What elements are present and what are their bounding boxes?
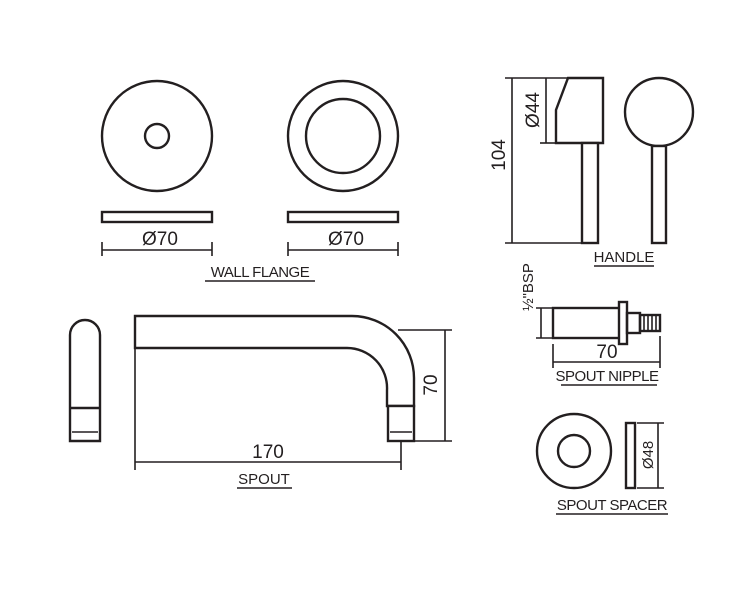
spout-nipple-hex [625, 311, 642, 335]
spout-nipple-thread [638, 313, 662, 333]
wall-flange-dim-left-label: Ø70 [142, 229, 178, 250]
spout-nipple-dim-thread-label: ½"BSP [520, 263, 537, 311]
handle-front-stem [650, 144, 668, 245]
wall-flange-side-left [100, 210, 214, 224]
spout-nipple-caption: SPOUT NIPPLE [556, 368, 659, 385]
spout-spacer-outer [535, 412, 613, 490]
spout-group: 170 70 SPOUT [68, 314, 452, 489]
wall-flange-dim-right-label: Ø70 [328, 229, 364, 250]
spout-nipple-thread-lines [643, 315, 657, 331]
spout-side-outlet [386, 404, 416, 443]
spout-nipple-dim-length-label: 70 [596, 342, 617, 363]
wall-flange-caption: WALL FLANGE [211, 264, 310, 281]
handle-group: 104 Ø44 HANDLE [489, 76, 695, 267]
handle-caption: HANDLE [594, 249, 655, 266]
wall-flange-dim-left [101, 242, 213, 256]
spout-nipple-flange [617, 300, 629, 346]
spout-dim-length-label: 170 [252, 442, 284, 463]
spout-dim-length [134, 348, 402, 470]
wall-flange-front-outer [100, 79, 214, 193]
wall-flange-group: Ø70 Ø70 WALL FLANGE [100, 79, 400, 282]
spout-spacer-caption: SPOUT SPACER [557, 497, 668, 514]
spout-spacer-dim-diameter [637, 422, 664, 489]
handle-dim-diameter-label: Ø44 [523, 92, 544, 128]
handle-side-lever [554, 76, 605, 145]
spout-spacer-dim-diameter-label: Ø48 [640, 441, 657, 469]
wall-flange-front-hole [143, 122, 171, 150]
spout-side-body [133, 314, 416, 408]
spout-spacer-group: Ø48 SPOUT SPACER [535, 412, 668, 515]
handle-dim-height [505, 77, 582, 244]
spout-nipple-group: ½"BSP 70 SPOUT NIPPLE [520, 263, 662, 386]
spout-nipple-dim-thread [536, 307, 553, 339]
handle-dim-height-label: 104 [489, 139, 510, 171]
wall-flange-back-inner [304, 97, 382, 175]
wall-flange-side-right [286, 210, 400, 224]
wall-flange-back-outer [286, 79, 400, 193]
handle-dim-diameter [540, 78, 556, 144]
spout-spacer-inner [556, 433, 592, 469]
spout-end-view [68, 318, 102, 443]
spout-nipple-body [551, 306, 622, 340]
spout-nipple-dim-length [552, 336, 661, 368]
spout-spacer-side [624, 421, 637, 490]
handle-side-stem [580, 141, 600, 245]
spout-caption: SPOUT [238, 471, 290, 488]
handle-front-knob [623, 76, 695, 148]
spout-dim-height [398, 329, 452, 442]
spout-dim-height-label: 70 [421, 374, 442, 395]
wall-flange-dim-right [287, 242, 399, 256]
